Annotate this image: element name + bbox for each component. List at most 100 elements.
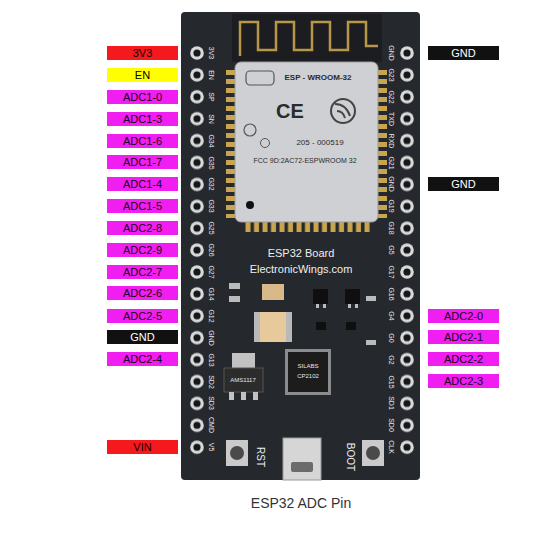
antenna-area bbox=[232, 14, 382, 62]
boot-button bbox=[362, 440, 384, 466]
module-marking: ESP - WROOM-32 bbox=[285, 74, 352, 82]
pcb bbox=[181, 12, 420, 480]
pin-name: G21 bbox=[388, 156, 395, 169]
regulator-pin bbox=[229, 392, 234, 400]
module-pads bbox=[378, 68, 387, 218]
pin-function-text: ADC2-6 bbox=[123, 288, 162, 299]
pin-function-box: ADC1-5 bbox=[107, 199, 178, 213]
pin-name: G26 bbox=[208, 243, 215, 256]
regulator-pin bbox=[241, 392, 246, 400]
caption: ESP32 ADC Pin bbox=[251, 496, 351, 510]
pin-name: GND bbox=[388, 45, 395, 61]
resistor bbox=[366, 340, 376, 345]
board-name: ESP32 Board bbox=[268, 248, 335, 259]
resistor bbox=[366, 296, 376, 301]
reset-button bbox=[230, 446, 244, 460]
pin-name: G26 bbox=[208, 243, 215, 256]
fcc-id: FCC 9D:2AC72-ESPWROOM 32 bbox=[253, 157, 356, 164]
resistor bbox=[229, 283, 240, 289]
capacitor bbox=[254, 312, 260, 342]
pin-function-box: ADC2-8 bbox=[107, 221, 178, 235]
pin-function-box: ADC2-9 bbox=[107, 243, 178, 257]
usb-uart-chip bbox=[288, 352, 328, 392]
ce-mark: CE bbox=[276, 101, 304, 121]
chip-marking: SILABS bbox=[297, 363, 318, 369]
reset-button bbox=[226, 440, 248, 466]
boot-button bbox=[366, 446, 380, 460]
caption: ESP32 ADC Pin bbox=[251, 496, 351, 510]
pin-name: G18 bbox=[388, 222, 395, 235]
pin-name: CLK bbox=[388, 440, 395, 454]
pin-name: CLK bbox=[388, 440, 395, 454]
pin-header-right bbox=[398, 42, 416, 458]
pin-name: G0 bbox=[388, 333, 395, 342]
pin-function-box: ADC2-7 bbox=[107, 265, 178, 279]
antenna-trace bbox=[240, 22, 378, 56]
pin-function-text: ADC1-0 bbox=[123, 92, 162, 103]
pin-name: G25 bbox=[208, 222, 215, 235]
pin-name: TXD bbox=[388, 112, 395, 126]
pin-name: EN bbox=[208, 70, 215, 80]
chip-marking: AMS1117 bbox=[230, 377, 255, 383]
pin-name: V5 bbox=[208, 443, 215, 452]
module-marking: 205 - 000519 bbox=[296, 139, 343, 147]
pin-function-text: GND bbox=[451, 48, 475, 59]
pin-function-box: ADC1-6 bbox=[107, 134, 178, 148]
pin-name: G27 bbox=[208, 265, 215, 278]
transistor-pin bbox=[348, 304, 351, 308]
pin-name: G35 bbox=[208, 156, 215, 169]
transistor-pin bbox=[355, 304, 358, 308]
pin-name: V5 bbox=[208, 443, 215, 452]
pin-name: SD0 bbox=[388, 418, 395, 432]
pin-name: G33 bbox=[208, 200, 215, 213]
pin-function-text: ADC2-2 bbox=[444, 354, 483, 365]
button-label: BOOT bbox=[345, 443, 355, 471]
pin-name: SN bbox=[208, 114, 215, 124]
pin-name: G25 bbox=[208, 222, 215, 235]
transistor-pin bbox=[316, 304, 319, 308]
pin-name: SD1 bbox=[388, 397, 395, 411]
pin-name: G4 bbox=[388, 311, 395, 320]
pin-name: G17 bbox=[388, 265, 395, 278]
pin-function-text: EN bbox=[135, 70, 150, 81]
pin-function-text: ADC1-3 bbox=[123, 114, 162, 125]
resistor bbox=[229, 296, 240, 302]
pin-name: CMD bbox=[208, 417, 215, 433]
pin-name: G17 bbox=[388, 265, 395, 278]
pin-function-box: GND bbox=[428, 46, 499, 60]
pin-name: SD2 bbox=[208, 375, 215, 389]
pin-name: G16 bbox=[388, 287, 395, 300]
certification-mark bbox=[244, 124, 256, 136]
pin-name: G32 bbox=[208, 178, 215, 191]
pin-name: G23 bbox=[388, 68, 395, 81]
fcc-id: FCC 9D:2AC72-ESPWROOM 32 bbox=[253, 157, 356, 164]
pin-name: G0 bbox=[388, 333, 395, 342]
pin-function-text: ADC2-1 bbox=[444, 332, 483, 343]
pin-name: G15 bbox=[388, 375, 395, 388]
usb-connector bbox=[283, 438, 321, 480]
ce-mark: CE bbox=[276, 101, 304, 121]
pin-function-text: ADC2-3 bbox=[444, 376, 483, 387]
transistor-pin bbox=[323, 304, 326, 308]
pin-name: G33 bbox=[208, 200, 215, 213]
button-label: RST bbox=[255, 447, 265, 467]
pin-function-box: GND bbox=[428, 177, 499, 191]
pin-name: G23 bbox=[388, 68, 395, 81]
chip-marking: SILABS bbox=[297, 363, 318, 369]
pin-function-box: ADC1-4 bbox=[107, 177, 178, 191]
pin-function-box: ADC2-2 bbox=[428, 352, 499, 366]
transistor bbox=[313, 289, 328, 304]
pin-function-text: ADC2-9 bbox=[123, 245, 162, 256]
capacitor bbox=[262, 284, 284, 300]
pin-function-box: EN bbox=[107, 68, 178, 82]
pin-function-box: ADC2-6 bbox=[107, 286, 178, 300]
regulator bbox=[224, 368, 263, 392]
pin-name: G32 bbox=[208, 178, 215, 191]
pin-name: G16 bbox=[388, 287, 395, 300]
capacitor bbox=[286, 312, 292, 342]
pin-function-box: VIN bbox=[107, 440, 178, 454]
espressif-logo bbox=[335, 104, 350, 118]
pin-name: TXD bbox=[388, 112, 395, 126]
pin-name: G27 bbox=[208, 265, 215, 278]
pin-function-text: ADC1-7 bbox=[123, 157, 162, 168]
